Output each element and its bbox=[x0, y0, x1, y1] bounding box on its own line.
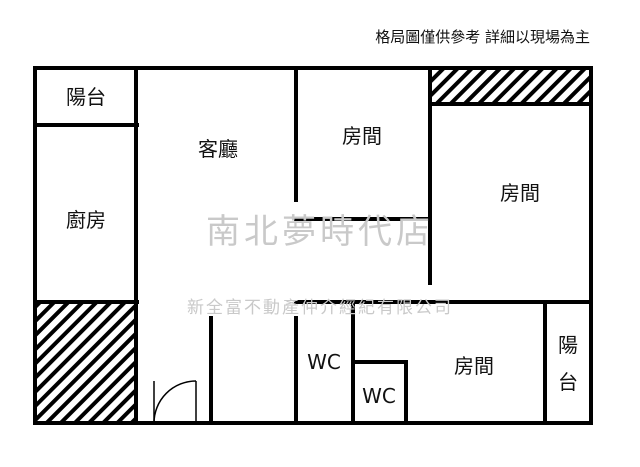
label-living-room: 客廳 bbox=[198, 137, 238, 161]
door-icon bbox=[153, 380, 197, 424]
disclaimer-note: 格局圖僅供參考 詳細以現場為主 bbox=[375, 28, 590, 46]
label-balcony-right-line2: 台 bbox=[558, 370, 578, 394]
label-balcony-right-line1: 陽 bbox=[558, 333, 578, 357]
walls bbox=[33, 66, 593, 425]
label-balcony-top-left: 陽台 bbox=[66, 85, 106, 109]
label-room-bottom: 房間 bbox=[454, 354, 494, 378]
outer-wall bbox=[33, 66, 593, 425]
label-room-right: 房間 bbox=[500, 181, 540, 205]
label-room-top-middle: 房間 bbox=[342, 124, 382, 148]
hatched-area-bottom-left bbox=[35, 303, 135, 423]
watermark-company: 新全富不動產仲介經紀有限公司 bbox=[187, 298, 453, 318]
watermark-store-name: 南北夢時代店 bbox=[206, 212, 434, 252]
hatched-area-top-right bbox=[430, 69, 590, 103]
label-kitchen: 廚房 bbox=[66, 208, 106, 232]
label-wc-left: WC bbox=[307, 350, 341, 374]
label-wc-small: WC bbox=[362, 384, 396, 408]
